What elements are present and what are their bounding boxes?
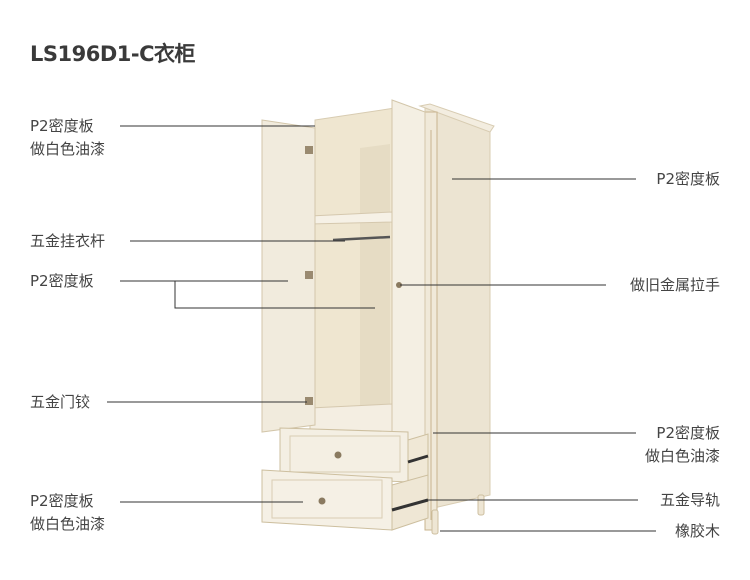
leg [431,509,439,535]
lower-drawer [261,469,393,531]
right-door [391,99,426,441]
label-material: P2密度板 [656,424,720,442]
label-handle: 做旧金属拉手 [629,276,720,294]
hinge [305,146,313,154]
page-title: LS196D1-C衣柜 [30,42,196,66]
label-finish: 做白色油漆 [30,140,106,158]
label-hinge: 五金门铰 [30,393,91,411]
label-hanging-rod: 五金挂衣杆 [30,232,106,250]
door-handle [396,282,402,288]
label-right-mid: P2密度板 做白色油漆 [645,422,720,468]
label-finish: 做白色油漆 [30,515,106,533]
callout-lines [107,125,656,532]
label-slide-rail: 五金导轨 [659,491,720,509]
label-left-bottom: P2密度板 做白色油漆 [30,490,105,536]
label-material: P2密度板 [30,117,94,135]
label-finish: 做白色油漆 [644,447,720,465]
hanging-rod [332,235,391,242]
label-left-mid: P2密度板 [30,272,94,290]
label-left-top: P2密度板 做白色油漆 [30,115,105,161]
slide-rail [407,454,429,464]
label-material: P2密度板 [30,492,94,510]
left-door [261,119,316,433]
label-right-top: P2密度板 [656,170,720,188]
label-rubberwood: 橡胶木 [674,522,720,540]
